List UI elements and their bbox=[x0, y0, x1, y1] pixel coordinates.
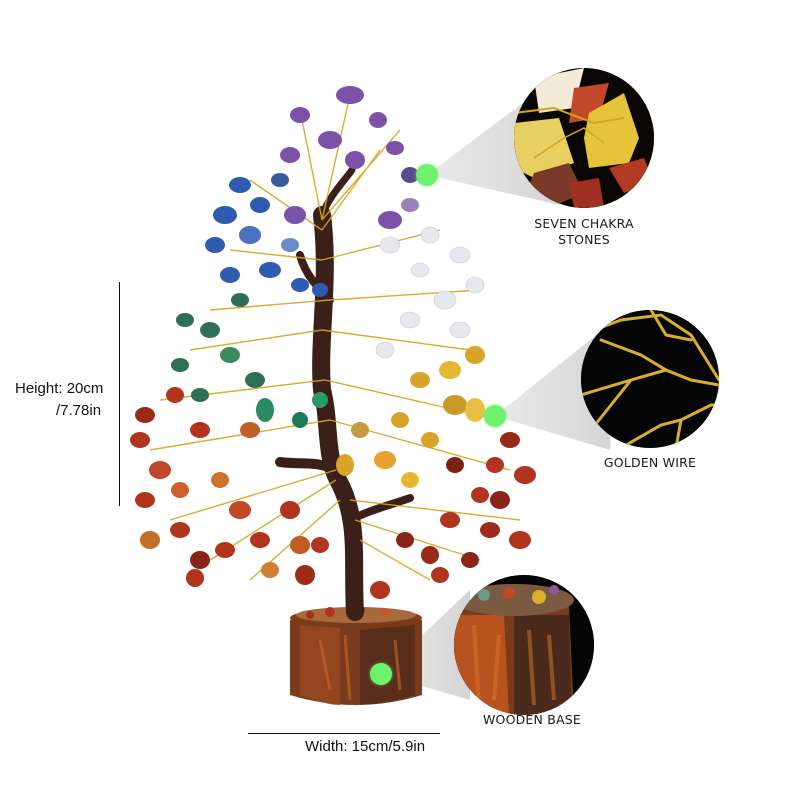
golden-wire-closeup bbox=[581, 310, 719, 448]
width-label: Width: 15cm/5.9in bbox=[305, 738, 426, 755]
height-label-cm: Height: 20cm bbox=[15, 380, 104, 397]
golden-wire-label: GOLDEN WIRE bbox=[603, 455, 697, 470]
lapis-stones bbox=[205, 173, 328, 297]
golden-wire-branches bbox=[149, 94, 521, 581]
height-label-in: /7.78in bbox=[56, 402, 102, 419]
citrine-stones bbox=[336, 346, 485, 488]
wooden-base-closeup-image bbox=[454, 575, 594, 715]
height-dimension-line bbox=[119, 282, 120, 506]
amethyst-stones bbox=[280, 86, 419, 229]
height-label: Height: 20cm /7.78in bbox=[15, 380, 115, 420]
chakra-stones-closeup-image bbox=[514, 68, 654, 208]
marker-golden-wire bbox=[484, 405, 506, 427]
marker-wooden-base bbox=[370, 663, 392, 685]
marker-chakra-stones bbox=[416, 164, 438, 186]
wooden-base-closeup bbox=[454, 575, 594, 715]
chakra-stones-label: SEVEN CHAKRA STONES bbox=[534, 216, 634, 247]
chakra-stones-closeup bbox=[514, 68, 654, 208]
golden-wire-closeup-image bbox=[581, 310, 719, 448]
width-dimension-line bbox=[248, 733, 440, 734]
carnelian-stones bbox=[130, 387, 536, 599]
quartz-stones bbox=[375, 226, 485, 359]
aventurine-stones bbox=[171, 293, 328, 428]
wooden-base-label: WOODEN BASE bbox=[482, 712, 582, 727]
